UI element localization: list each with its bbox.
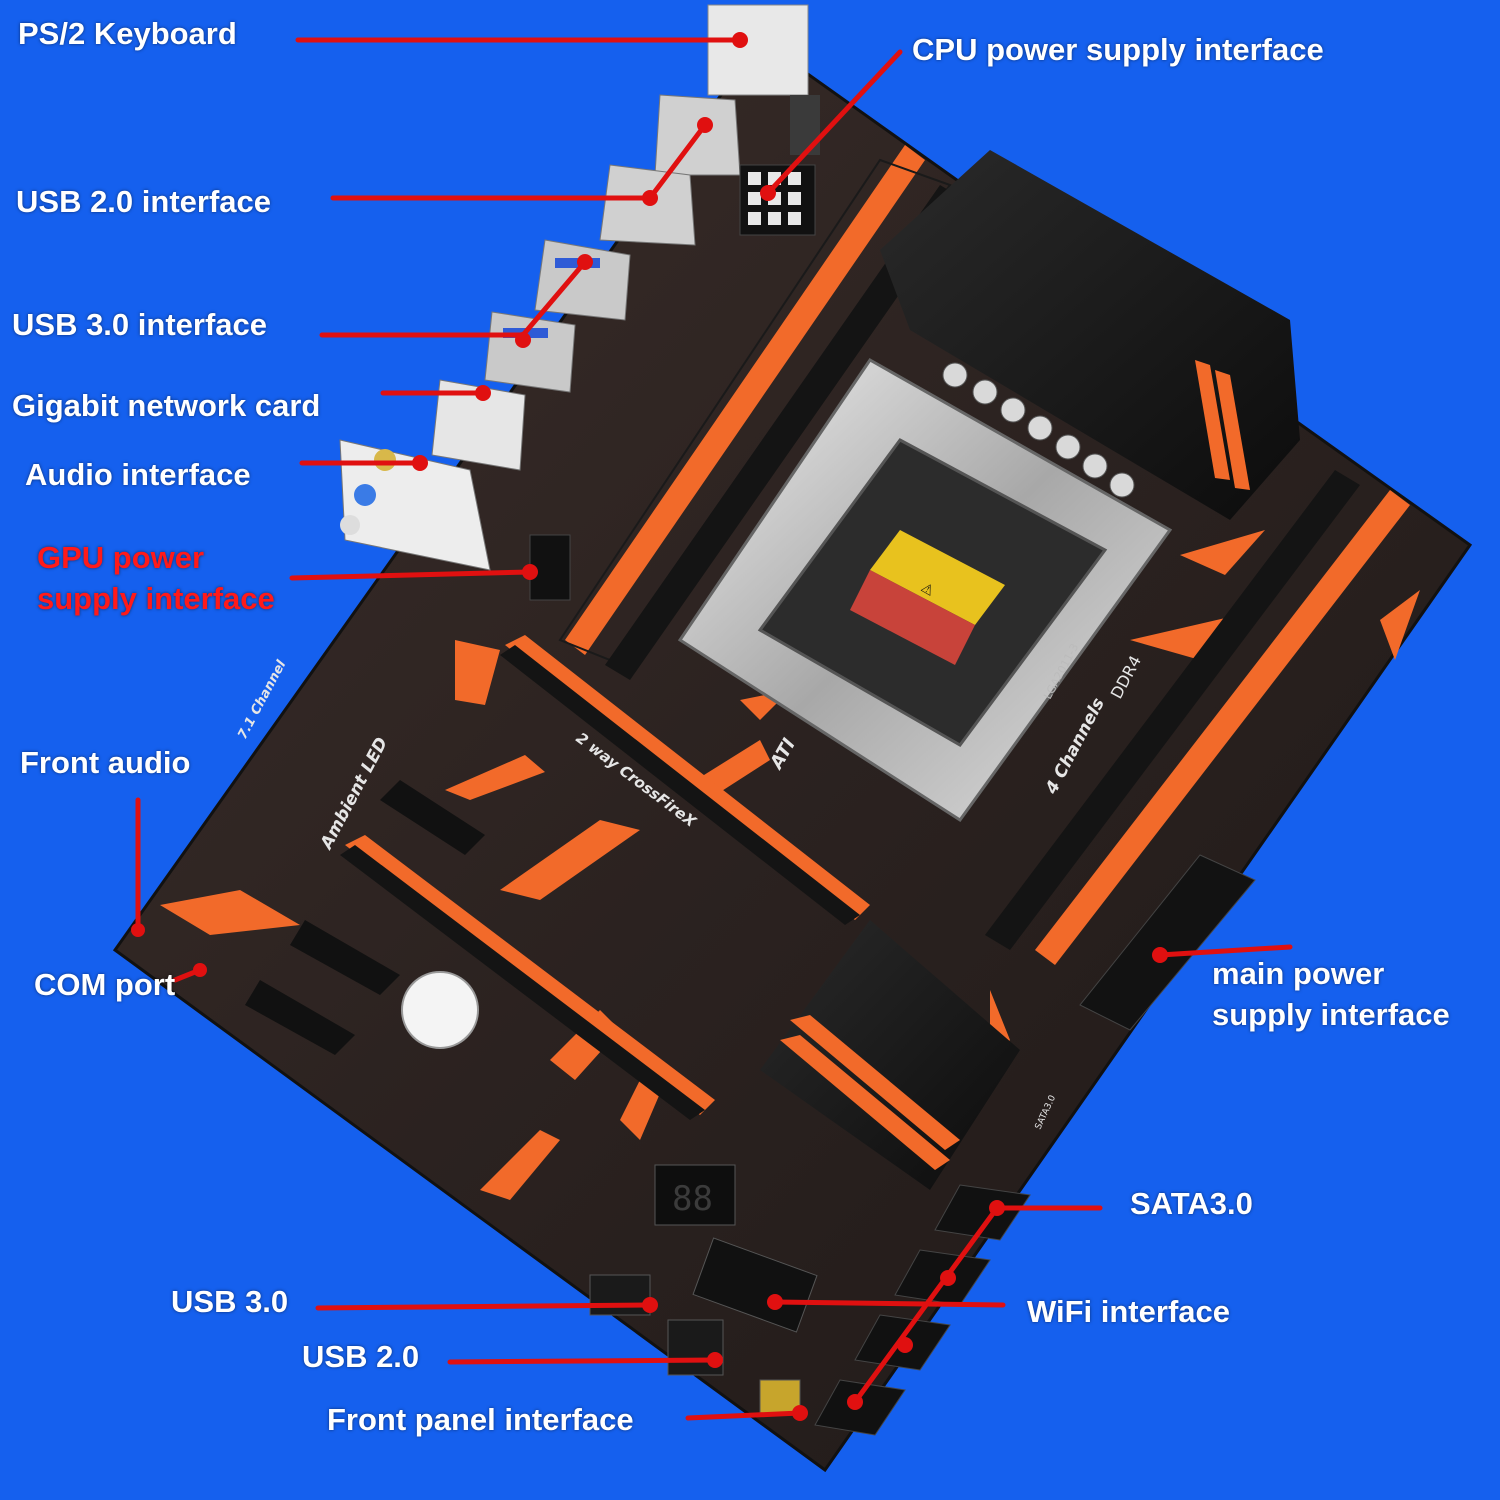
lan-port bbox=[431, 379, 526, 471]
label-usb2-header: USB 2.0 bbox=[302, 1339, 420, 1374]
audio-jacks bbox=[339, 439, 491, 571]
label-main-power-line2: supply interface bbox=[1212, 997, 1450, 1032]
dimm-slots-left bbox=[558, 145, 965, 680]
label-gpu-power: GPU power supply interface bbox=[37, 537, 275, 619]
label-gigabit-network: Gigabit network card bbox=[12, 388, 321, 423]
label-front-panel: Front panel interface bbox=[327, 1402, 634, 1437]
label-main-power-line1: main power bbox=[1212, 956, 1385, 991]
ps2-port bbox=[707, 4, 809, 96]
debug-display-text: 88 bbox=[672, 1179, 713, 1219]
label-gpu-power-line2: supply interface bbox=[37, 581, 275, 616]
label-main-power: main power supply interface bbox=[1212, 953, 1450, 1035]
label-com-port: COM port bbox=[34, 967, 176, 1002]
label-front-audio: Front audio bbox=[20, 745, 191, 780]
usb3-header-connector bbox=[589, 1274, 651, 1316]
dimm-slots-right bbox=[985, 470, 1410, 965]
label-cpu-power: CPU power supply interface bbox=[912, 32, 1324, 67]
label-sata: SATA3.0 bbox=[1130, 1186, 1253, 1221]
chipset-heatsink bbox=[760, 920, 1020, 1190]
label-ps2-keyboard: PS/2 Keyboard bbox=[18, 16, 237, 51]
leader-lines bbox=[135, 37, 1293, 1421]
label-usb3-header: USB 3.0 bbox=[171, 1284, 289, 1319]
label-audio-interface: Audio interface bbox=[25, 457, 251, 492]
debug-display bbox=[654, 1164, 736, 1226]
label-usb3-interface: USB 3.0 interface bbox=[12, 307, 267, 342]
cpu-power-pins bbox=[748, 172, 801, 225]
rear-io bbox=[339, 4, 820, 571]
label-gpu-power-line1: GPU power bbox=[37, 540, 205, 575]
leader-endpoints bbox=[131, 32, 1168, 1421]
cmos-battery bbox=[401, 971, 479, 1049]
label-usb2-interface: USB 2.0 interface bbox=[16, 184, 271, 219]
main-power-connector bbox=[1079, 854, 1256, 1031]
label-wifi: WiFi interface bbox=[1027, 1294, 1230, 1329]
vrm-heatsink bbox=[880, 150, 1300, 520]
vrm-capacitors bbox=[942, 362, 1135, 498]
cpu-socket: ⚠ bbox=[677, 358, 1173, 823]
pcie-slots bbox=[245, 635, 870, 1120]
usb3-ports bbox=[484, 239, 631, 393]
